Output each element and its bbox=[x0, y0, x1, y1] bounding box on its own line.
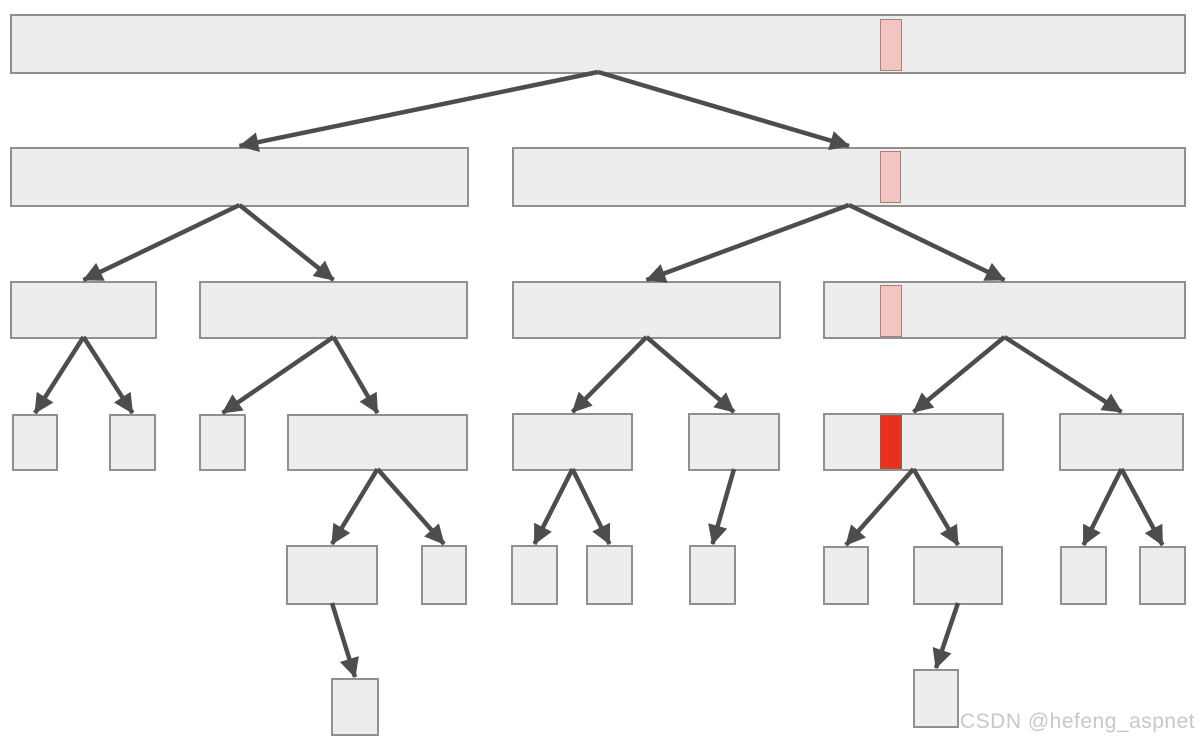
tree-node-n16-level-5 bbox=[286, 545, 378, 605]
tree-node-n21-level-5 bbox=[823, 546, 869, 605]
tree-node-n4-level-3 bbox=[10, 281, 157, 339]
tree-node-n13-level-4 bbox=[688, 413, 780, 471]
tree-node-n10-level-4 bbox=[199, 414, 246, 471]
tree-node-n9-level-4 bbox=[109, 414, 156, 471]
tree-node-n15-level-4 bbox=[1059, 413, 1184, 471]
tree-node-n14-level-4 bbox=[823, 413, 1004, 471]
tree-node-n3-level-2 bbox=[512, 147, 1186, 207]
highlight-pink-segment bbox=[880, 285, 902, 337]
tree-node-n17-level-5 bbox=[421, 545, 467, 605]
tree-node-n6-level-3 bbox=[512, 281, 781, 339]
tree-node-n20-level-5 bbox=[689, 545, 736, 605]
tree-node-n7-level-3 bbox=[823, 281, 1186, 339]
tree-node-n25-level-6 bbox=[331, 678, 379, 736]
tree-node-n26-level-6 bbox=[913, 669, 959, 728]
tree-node-n18-level-5 bbox=[511, 545, 558, 605]
tree-node-n19-level-5 bbox=[586, 545, 633, 605]
watermark: CSDN @hefeng_aspnet bbox=[960, 710, 1196, 733]
tree-node-n12-level-4 bbox=[512, 413, 633, 471]
highlight-pink-segment bbox=[880, 151, 901, 203]
highlight-red-segment bbox=[880, 415, 902, 469]
tree-node-n2-level-2 bbox=[10, 147, 469, 207]
tree-node-n8-level-4 bbox=[12, 414, 58, 471]
tree-node-n23-level-5 bbox=[1060, 546, 1107, 605]
tree-node-n11-level-4 bbox=[287, 414, 468, 471]
tree-node-n24-level-5 bbox=[1139, 546, 1186, 605]
tree-node-n5-level-3 bbox=[199, 281, 468, 339]
tree-node-n22-level-5 bbox=[913, 546, 1003, 605]
highlight-pink-segment bbox=[880, 19, 902, 71]
tree-node-n1-level-1 bbox=[10, 14, 1186, 74]
